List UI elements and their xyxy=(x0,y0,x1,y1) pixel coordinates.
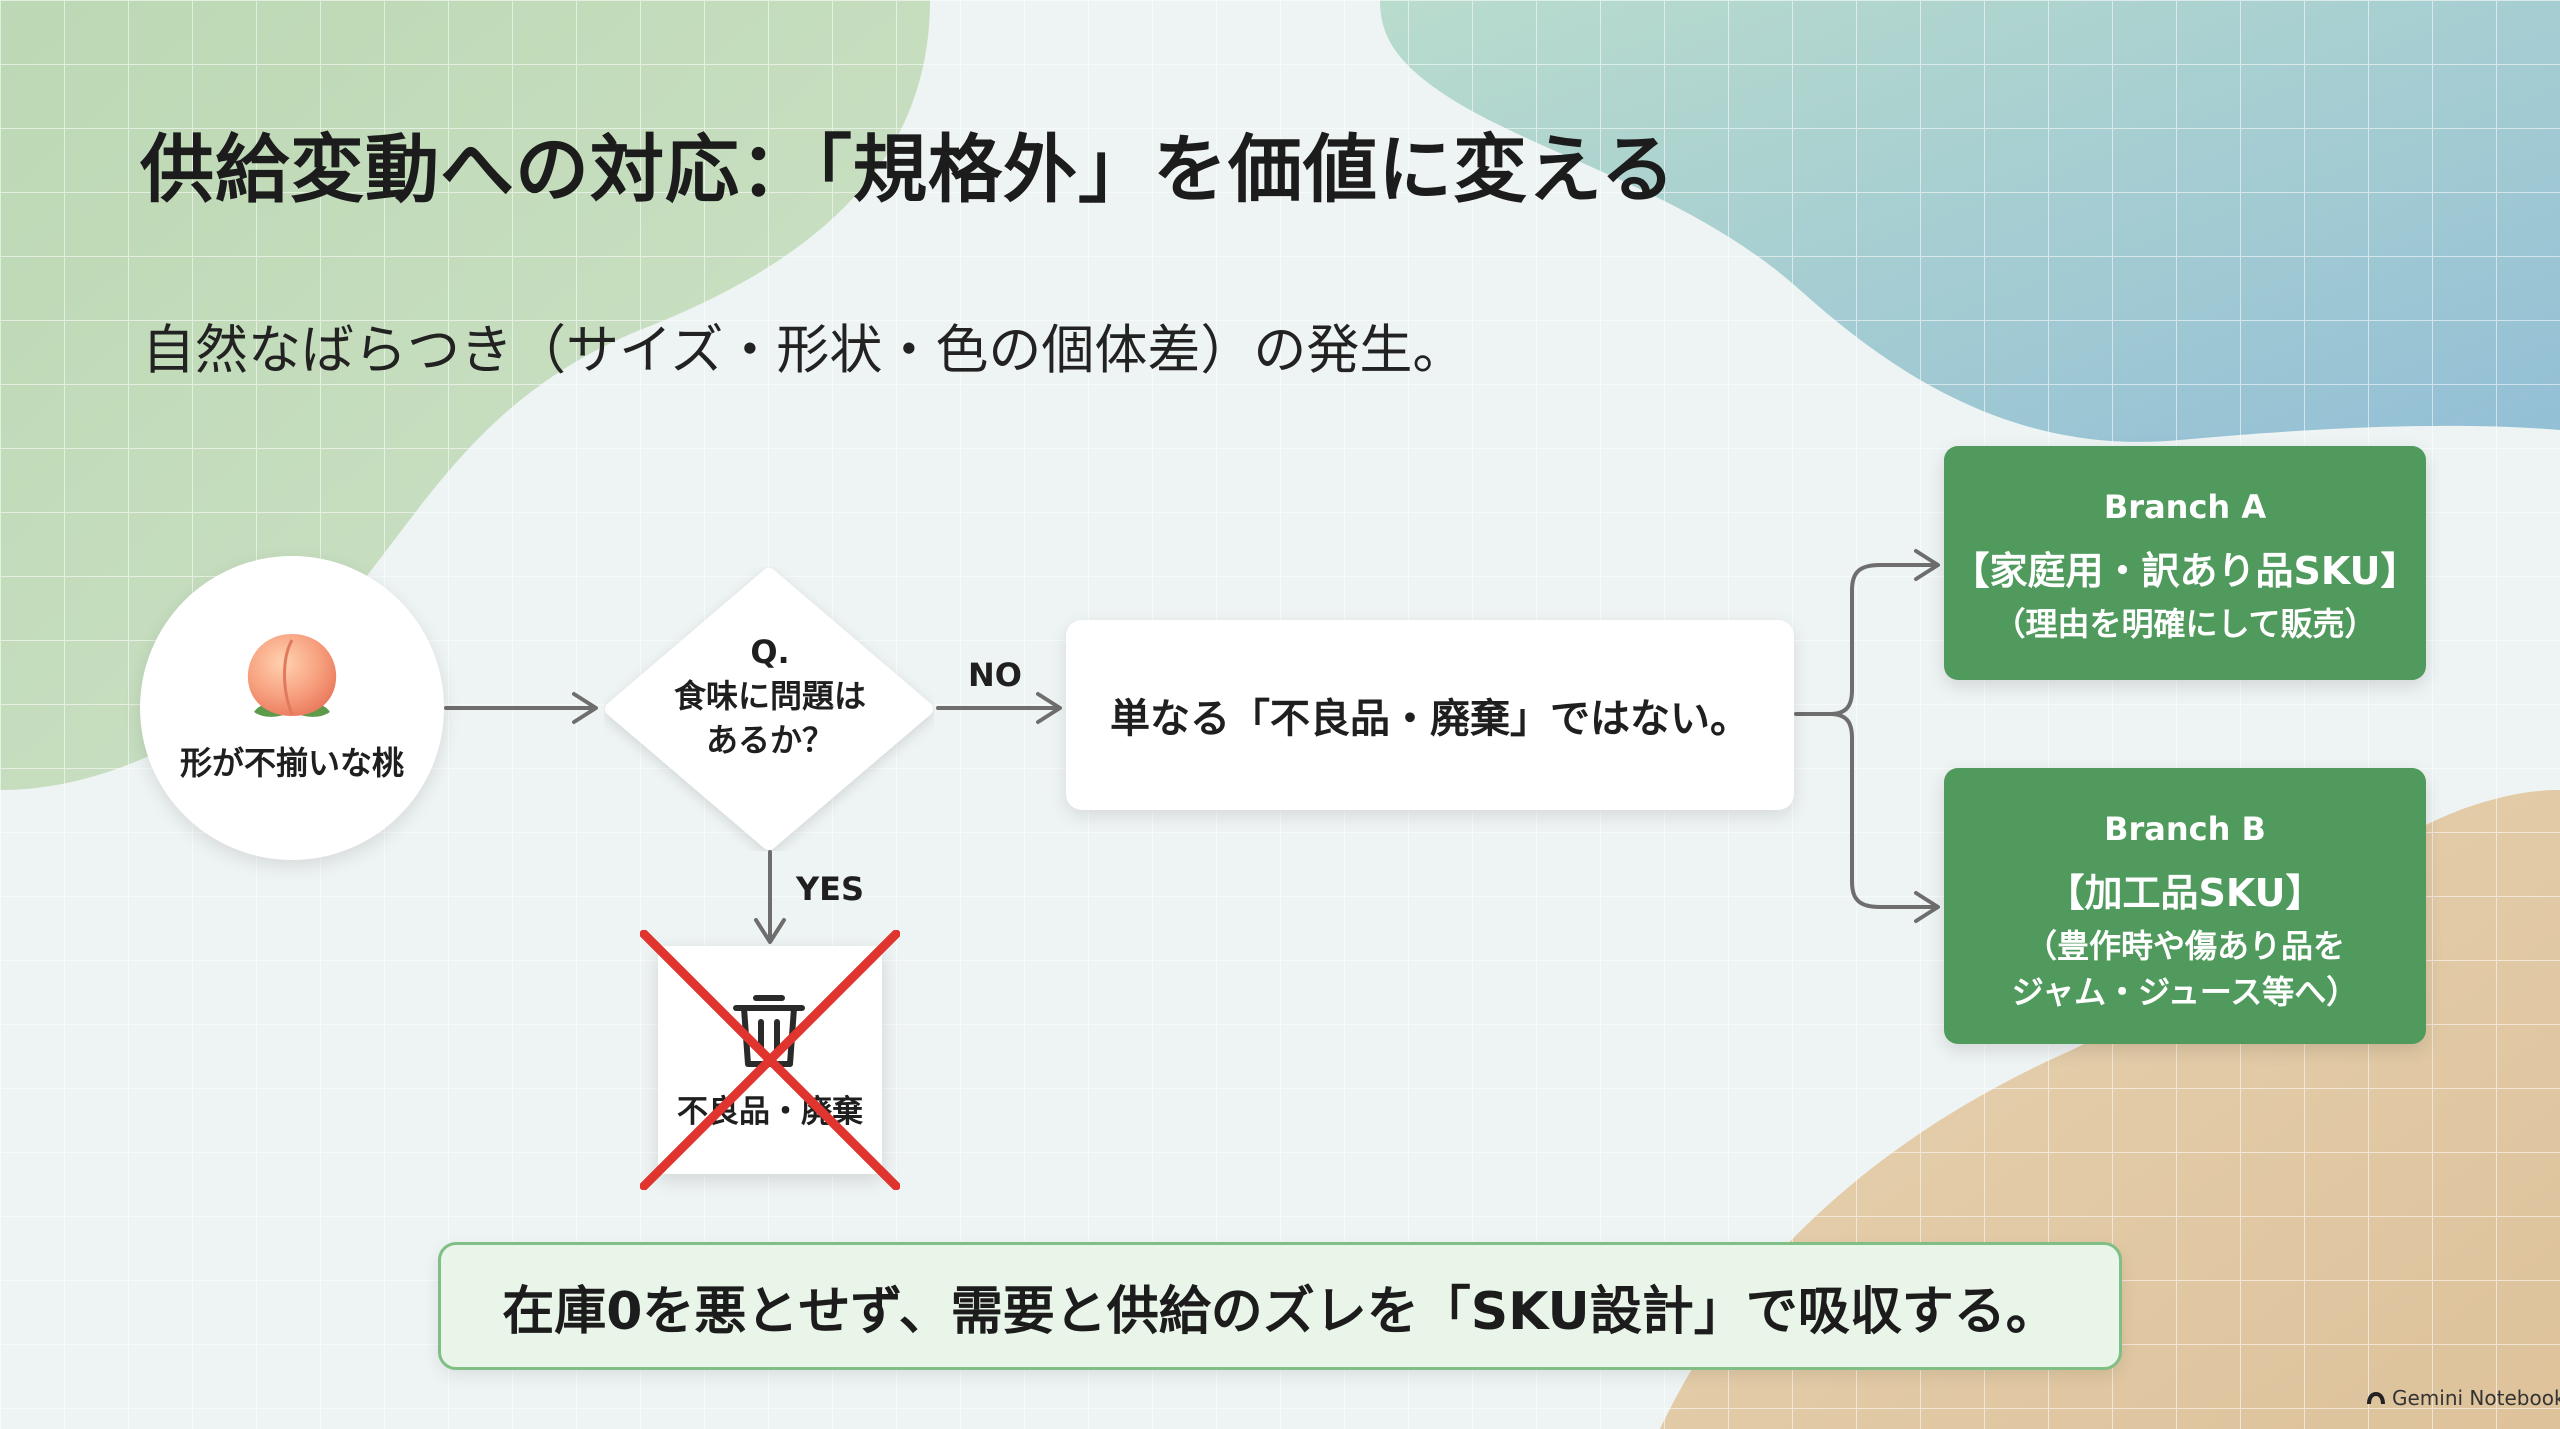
decision-diamond xyxy=(605,568,933,850)
gemini-notebook-icon xyxy=(2367,1392,2385,1404)
branch-b-note-line2: ジャム・ジュース等へ） xyxy=(2011,973,2359,1011)
branch-a-title: Branch A xyxy=(2103,488,2267,526)
brand-label: Gemini Notebook xyxy=(2392,1386,2560,1410)
decision-q-line3: あるか？ xyxy=(705,721,834,759)
branch-b-sku: 【加工品SKU】 xyxy=(2046,871,2324,915)
edge-label-no: NO xyxy=(968,656,1022,694)
summary-banner: 在庫0を悪とせず、需要と供給のズレを「SKU設計」で吸収する。 xyxy=(438,1242,2122,1370)
branch-b-box: Branch B 【加工品SKU】 （豊作時や傷あり品を ジャム・ジュース等へ） xyxy=(1944,768,2426,1044)
branch-a-sku: 【家庭用・訳あり品SKU】 xyxy=(1951,549,2419,593)
brand-mark: Gemini Notebook xyxy=(2366,1386,2560,1410)
branch-b-title: Branch B xyxy=(2104,810,2266,848)
result-box: 単なる「不良品・廃棄」ではない。 xyxy=(1066,620,1794,810)
decision-q-line1: Q. xyxy=(750,633,790,671)
decision-question: Q. 食味に問題は あるか？ xyxy=(620,630,920,762)
edge-label-yes: YES xyxy=(796,870,865,908)
branch-a-box: Branch A 【家庭用・訳あり品SKU】 （理由を明確にして販売） xyxy=(1944,446,2426,680)
branch-b-note-line1: （豊作時や傷あり品を xyxy=(2024,927,2345,965)
page-title: 供給変動への対応：「規格外」を価値に変える xyxy=(140,127,1676,213)
page-subtitle: 自然なばらつき（サイズ・形状・色の個体差）の発生。 xyxy=(142,320,1466,381)
start-node-label: 形が不揃いな桃 xyxy=(179,744,404,782)
decision-q-line2: 食味に問題は xyxy=(673,677,866,715)
peach-icon xyxy=(247,634,337,717)
cross-mark-icon xyxy=(640,930,900,1190)
branch-a-note: （理由を明確にして販売） xyxy=(1993,605,2377,643)
